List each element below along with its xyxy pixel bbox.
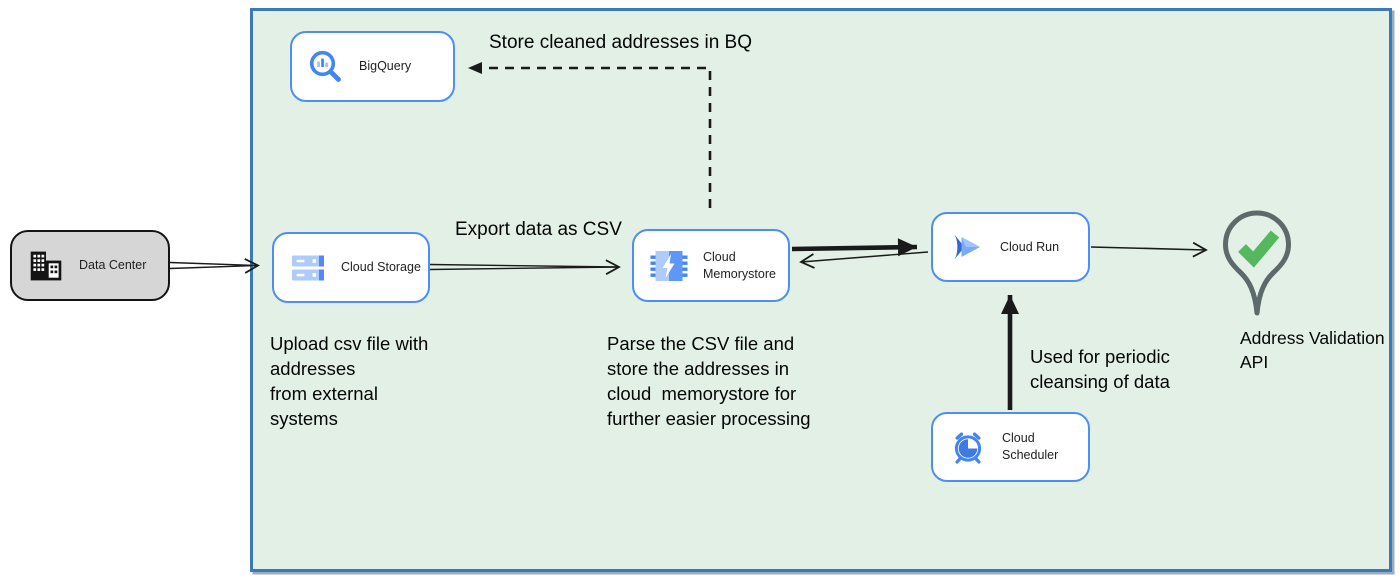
node-data-center[interactable]: Data Center	[10, 230, 170, 301]
note-parse-csv: Parse the CSV file and store the address…	[607, 333, 811, 429]
bigquery-icon	[308, 49, 344, 85]
node-label: Cloud Scheduler	[1002, 431, 1059, 462]
map-pin-icon	[1223, 210, 1291, 316]
node-label: Cloud Run	[1000, 239, 1060, 254]
node-bigquery[interactable]: BigQuery	[290, 31, 455, 102]
note-upload-csv: Upload csv file with addresses from exte…	[270, 333, 429, 429]
edge-datacenter-to-storage	[169, 258, 260, 274]
node-cloud-scheduler[interactable]: Cloud Scheduler	[931, 412, 1090, 482]
node-cloud-storage[interactable]: Cloud Storage	[272, 232, 430, 303]
label-export-data-csv: Export data as CSV	[455, 219, 622, 240]
node-label: BigQuery	[359, 59, 412, 74]
cloud-scheduler-icon	[949, 429, 987, 465]
cloud-storage-icon	[290, 253, 326, 283]
note-periodic-cleansing: Used for periodic cleansing of data	[1030, 346, 1170, 392]
checkmark-icon	[1238, 230, 1280, 268]
cloud-run-icon	[949, 231, 985, 263]
address-validation-pin[interactable]	[1221, 209, 1293, 324]
label-address-validation-api: Address Validation API	[1240, 328, 1385, 372]
label-store-cleaned-addresses: Store cleaned addresses in BQ	[489, 32, 752, 53]
node-label: Cloud Storage	[341, 260, 421, 275]
node-cloud-run[interactable]: Cloud Run	[931, 212, 1090, 282]
node-cloud-memorystore[interactable]: Cloud Memorystore	[632, 229, 790, 302]
gcp-boundary-container	[250, 8, 1392, 572]
node-label: Cloud Memorystore	[703, 249, 776, 281]
cloud-memorystore-icon	[650, 249, 688, 283]
node-label: Data Center	[79, 258, 147, 273]
data-center-building-icon	[28, 250, 64, 282]
